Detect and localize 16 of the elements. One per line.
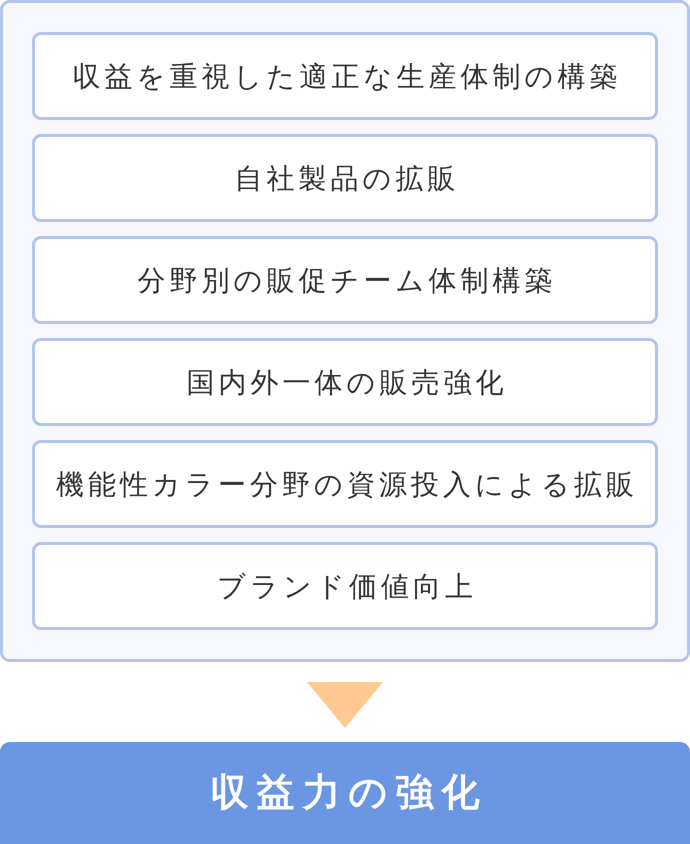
item-text: 国内外一体の販売強化 xyxy=(186,364,508,400)
result-box xyxy=(0,742,690,844)
item-box xyxy=(32,338,658,426)
panel xyxy=(0,0,690,662)
item-box xyxy=(32,236,658,324)
item-box xyxy=(32,542,658,630)
item-text: 自社製品の拡販 xyxy=(234,160,460,196)
item-text: 機能性カラー分野の資源投入による拡販 xyxy=(56,466,638,502)
item-text: 収益を重視した適正な生産体制の構築 xyxy=(72,58,622,94)
item-box xyxy=(32,32,658,120)
result-text: 収益力の強化 xyxy=(210,770,488,816)
item-text: ブランド価値向上 xyxy=(217,568,477,604)
item-box xyxy=(32,440,658,528)
item-text: 分野別の販促チーム体制構築 xyxy=(138,262,556,298)
item-box xyxy=(32,134,658,222)
down-arrow xyxy=(307,682,383,728)
